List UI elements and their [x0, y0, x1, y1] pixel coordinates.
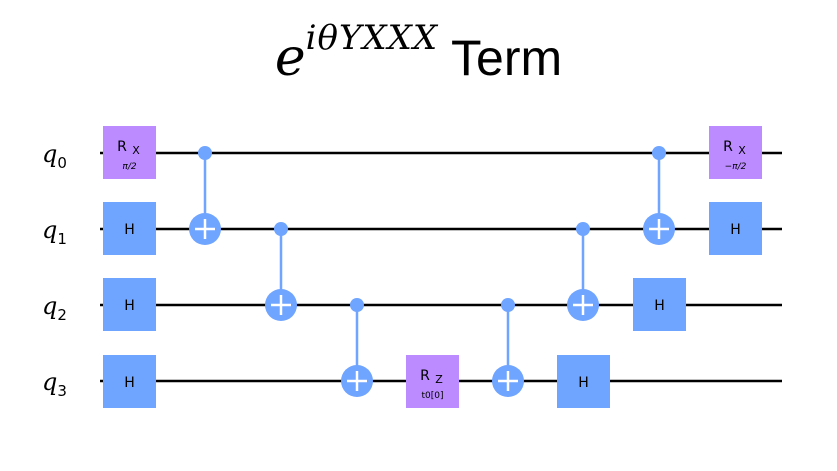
svg-text:X: X: [738, 144, 746, 157]
qubit-label-q2: q2: [42, 292, 67, 324]
cnot-q2-q3-second: [492, 298, 524, 397]
circuit-title: eiθYXXX Term: [0, 18, 837, 88]
cnot-q0-q1-second: [643, 146, 675, 245]
h-gate-q1-end: H: [709, 202, 762, 255]
qubit-label-q1: q1: [42, 216, 67, 248]
title-exponent: iθYXXX: [305, 18, 439, 58]
svg-text:R: R: [723, 139, 733, 155]
svg-text:H: H: [124, 298, 135, 314]
svg-text:H: H: [654, 298, 665, 314]
svg-text:H: H: [730, 222, 741, 238]
svg-text:−π/2: −π/2: [725, 162, 747, 172]
svg-text:H: H: [578, 375, 589, 391]
rx-gate-end: R X −π/2: [709, 126, 762, 179]
rz-gate: R Z t0[0]: [406, 355, 459, 408]
svg-text:H: H: [124, 222, 135, 238]
cnot-q1-q2-second: [567, 222, 599, 321]
svg-text:Z: Z: [435, 373, 443, 386]
qubit-label-q3: q3: [42, 368, 67, 400]
svg-text:R: R: [117, 139, 127, 155]
qubit-label-q0: q0: [42, 140, 67, 172]
wires: [100, 151, 782, 383]
h-gate-q2-start: H: [103, 278, 156, 331]
qubit-labels: q0 q1 q2 q3: [42, 140, 67, 400]
h-gate-q2-end: H: [633, 278, 686, 331]
cnot-q2-q3: [341, 298, 373, 397]
svg-text:π/2: π/2: [122, 162, 136, 172]
h-gate-q3-end: H: [557, 355, 610, 408]
svg-text:X: X: [132, 144, 140, 157]
svg-text:R: R: [420, 368, 430, 384]
cnot-q1-q2: [265, 222, 297, 321]
svg-text:t0[0]: t0[0]: [421, 391, 443, 401]
title-exponential-base: e: [274, 28, 306, 88]
rx-gate-start: R X π/2: [103, 126, 156, 179]
cnot-q0-q1: [189, 146, 221, 245]
h-gate-q3-start: H: [103, 355, 156, 408]
title-term: Term: [451, 30, 563, 86]
h-gate-q1-start: H: [103, 202, 156, 255]
svg-text:H: H: [124, 375, 135, 391]
